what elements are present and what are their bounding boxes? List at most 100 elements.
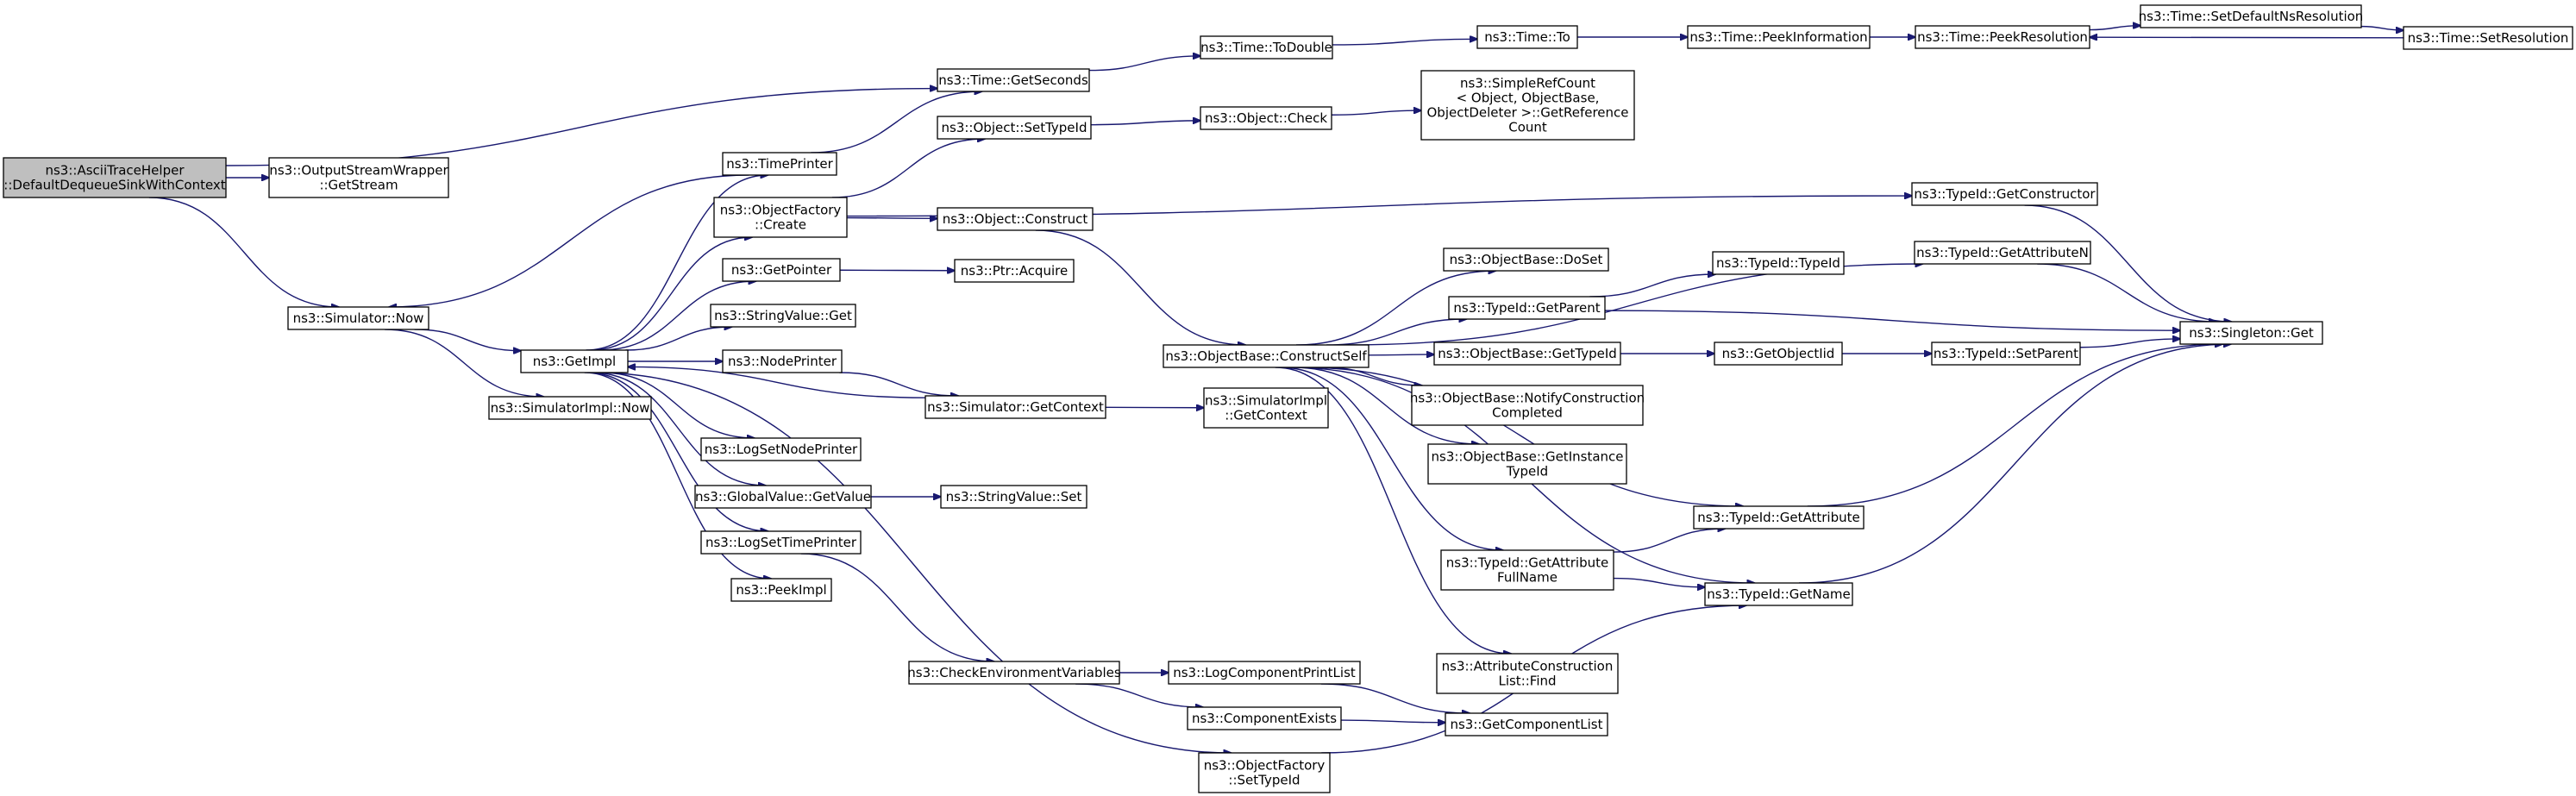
node-stringget[interactable]: ns3::StringValue::Get	[710, 304, 856, 328]
node-label: ns3::TimePrinter	[726, 156, 833, 172]
node-label: ns3::ObjectFactory	[720, 203, 842, 218]
node-box	[2179, 321, 2323, 345]
node-nodeprinter[interactable]: ns3::NodePrinter	[722, 349, 843, 373]
node-box	[1445, 712, 1608, 736]
edge-timeprinter-to-simnow	[389, 174, 749, 307]
node-label: ns3::TypeId::GetParent	[1453, 300, 1600, 316]
edge-getimpl-to-getpointer	[599, 281, 755, 351]
node-peekimpl[interactable]: ns3::PeekImpl	[730, 578, 832, 602]
node-ofcreate[interactable]: ns3::ObjectFactory::Create	[713, 197, 848, 238]
node-simimplnow[interactable]: ns3::SimulatorImpl::Now	[488, 396, 652, 420]
edge-tidgetattrn-to-singletonget	[2037, 263, 2216, 322]
node-simnow[interactable]: ns3::Simulator::Now	[287, 306, 429, 330]
node-box	[1433, 342, 1621, 366]
node-label: ::GetStream	[319, 178, 398, 193]
node-tidtypeid[interactable]: ns3::TypeId::TypeId	[1712, 251, 1845, 275]
node-ptracquire[interactable]: ns3::Ptr::Acquire	[954, 259, 1075, 283]
node-label: ns3::NodePrinter	[728, 354, 837, 369]
node-box	[1915, 25, 2090, 49]
node-tidgetname[interactable]: ns3::TypeId::GetName	[1704, 582, 1853, 606]
node-root[interactable]: ns3::AsciiTraceHelper::DefaultDequeueSin…	[3, 157, 227, 198]
node-label: ns3::TypeId::GetAttributeN	[1916, 245, 2089, 260]
edge-compexists-to-getcomplist	[1340, 720, 1445, 723]
node-simgetcontext[interactable]: ns3::Simulator::GetContext	[924, 395, 1106, 419]
node-compexists[interactable]: ns3::ComponentExists	[1187, 706, 1342, 730]
node-label: ns3::LogSetNodePrinter	[705, 442, 858, 457]
node-box	[1704, 582, 1853, 606]
node-tidsetparent[interactable]: ns3::TypeId::SetParent	[1931, 342, 2081, 366]
node-getcomplist[interactable]: ns3::GetComponentList	[1445, 712, 1608, 736]
node-gvgetvalue[interactable]: ns3::GlobalValue::GetValue	[694, 485, 872, 509]
node-box	[1687, 25, 1871, 49]
node-getstream[interactable]: ns3::OutputStreamWrapper::GetStream	[268, 157, 449, 198]
node-peekinfo[interactable]: ns3::Time::PeekInformation	[1687, 25, 1871, 49]
node-label: ::DefaultDequeueSinkWithContext	[3, 178, 226, 193]
edge-ofcreate-to-objconstruct	[846, 218, 937, 219]
node-tidgetattrn[interactable]: ns3::TypeId::GetAttributeN	[1914, 241, 2091, 265]
edge-constructself-to-tidgetparent	[1326, 319, 1466, 346]
node-box	[1436, 653, 1619, 694]
edge-objcheck-to-refcount	[1331, 110, 1421, 116]
node-ofsettypeid[interactable]: ns3::ObjectFactory::SetTypeId	[1198, 752, 1331, 793]
node-box	[722, 152, 837, 176]
node-checkenv[interactable]: ns3::CheckEnvironmentVariables	[907, 661, 1121, 685]
node-setres[interactable]: ns3::Time::SetResolution	[2403, 26, 2573, 50]
node-label: ns3::Time::To	[1484, 29, 1570, 45]
node-getpointer[interactable]: ns3::GetPointer	[722, 258, 841, 282]
node-box	[1911, 182, 2098, 206]
edge-tidgetparent-to-tidtypeid	[1589, 274, 1715, 298]
edge-tidgetparent-to-singletonget	[1604, 310, 2180, 330]
node-box	[1712, 251, 1845, 275]
node-logsetnode[interactable]: ns3::LogSetNodePrinter	[700, 437, 862, 461]
node-label: ns3::Simulator::GetContext	[927, 399, 1104, 415]
node-box	[1931, 342, 2081, 366]
node-box	[700, 437, 862, 461]
node-tidgetattr[interactable]: ns3::TypeId::GetAttribute	[1693, 505, 1865, 530]
node-setypeid[interactable]: ns3::Object::SetTypeId	[937, 116, 1092, 140]
node-getseconds[interactable]: ns3::Time::GetSeconds	[937, 68, 1090, 92]
node-simimplcontext[interactable]: ns3::SimulatorImpl::GetContext	[1203, 387, 1329, 429]
node-doset[interactable]: ns3::ObjectBase::DoSet	[1443, 248, 1609, 272]
node-tidgetparent[interactable]: ns3::TypeId::GetParent	[1448, 296, 1606, 320]
node-label: FullName	[1497, 570, 1558, 586]
node-refcount[interactable]: ns3::SimpleRefCount< Object, ObjectBase,…	[1420, 70, 1635, 141]
node-label: ns3::Time::GetSeconds	[938, 72, 1088, 88]
node-box	[722, 349, 843, 373]
node-objconstruct[interactable]: ns3::Object::Construct	[937, 207, 1094, 231]
node-peekres[interactable]: ns3::Time::PeekResolution	[1915, 25, 2090, 49]
node-tidgetctor[interactable]: ns3::TypeId::GetConstructor	[1911, 182, 2098, 206]
edge-tidgetattr-to-singletonget	[1807, 344, 2222, 507]
node-label: ObjectDeleter >::GetReference	[1426, 105, 1628, 121]
node-objcheck[interactable]: ns3::Object::Check	[1200, 106, 1332, 130]
node-timeto[interactable]: ns3::Time::To	[1476, 25, 1578, 49]
node-stringset[interactable]: ns3::StringValue::Set	[940, 485, 1087, 509]
node-getobjectiid[interactable]: ns3::GetObjectIid	[1714, 342, 1843, 366]
node-logcompprint[interactable]: ns3::LogComponentPrintList	[1168, 661, 1361, 685]
node-singletonget[interactable]: ns3::Singleton::Get	[2179, 321, 2323, 345]
node-box	[710, 304, 856, 328]
node-box	[1420, 70, 1635, 141]
node-label: ns3::Object::Construct	[943, 211, 1088, 227]
node-box	[1168, 661, 1361, 685]
node-box	[1187, 706, 1342, 730]
node-obgettypeid[interactable]: ns3::ObjectBase::GetTypeId	[1433, 342, 1621, 366]
node-logsettime[interactable]: ns3::LogSetTimePrinter	[700, 530, 862, 555]
node-label: ns3::Simulator::Now	[293, 310, 424, 326]
node-box	[2403, 26, 2573, 50]
node-todouble[interactable]: ns3::Time::ToDouble	[1200, 35, 1333, 60]
node-setdefaultns[interactable]: ns3::Time::SetDefaultNsResolution	[2139, 4, 2364, 28]
node-box	[937, 207, 1094, 231]
edge-timeprinter-to-getseconds	[811, 91, 981, 154]
node-label: ns3::LogComponentPrintList	[1173, 665, 1356, 680]
node-constructself[interactable]: ns3::ObjectBase::ConstructSelf	[1163, 344, 1369, 368]
node-timeprinter[interactable]: ns3::TimePrinter	[722, 152, 837, 176]
node-label: ::SetTypeId	[1228, 773, 1300, 788]
node-getimpl[interactable]: ns3::GetImpl	[520, 349, 629, 373]
node-notifycc[interactable]: ns3::ObjectBase::NotifyConstructionCompl…	[1410, 385, 1645, 426]
node-label: ns3::LogSetTimePrinter	[705, 535, 857, 550]
node-label: ns3::Ptr::Acquire	[961, 263, 1068, 279]
edge-constructself-to-obgettypeid	[1368, 354, 1434, 355]
